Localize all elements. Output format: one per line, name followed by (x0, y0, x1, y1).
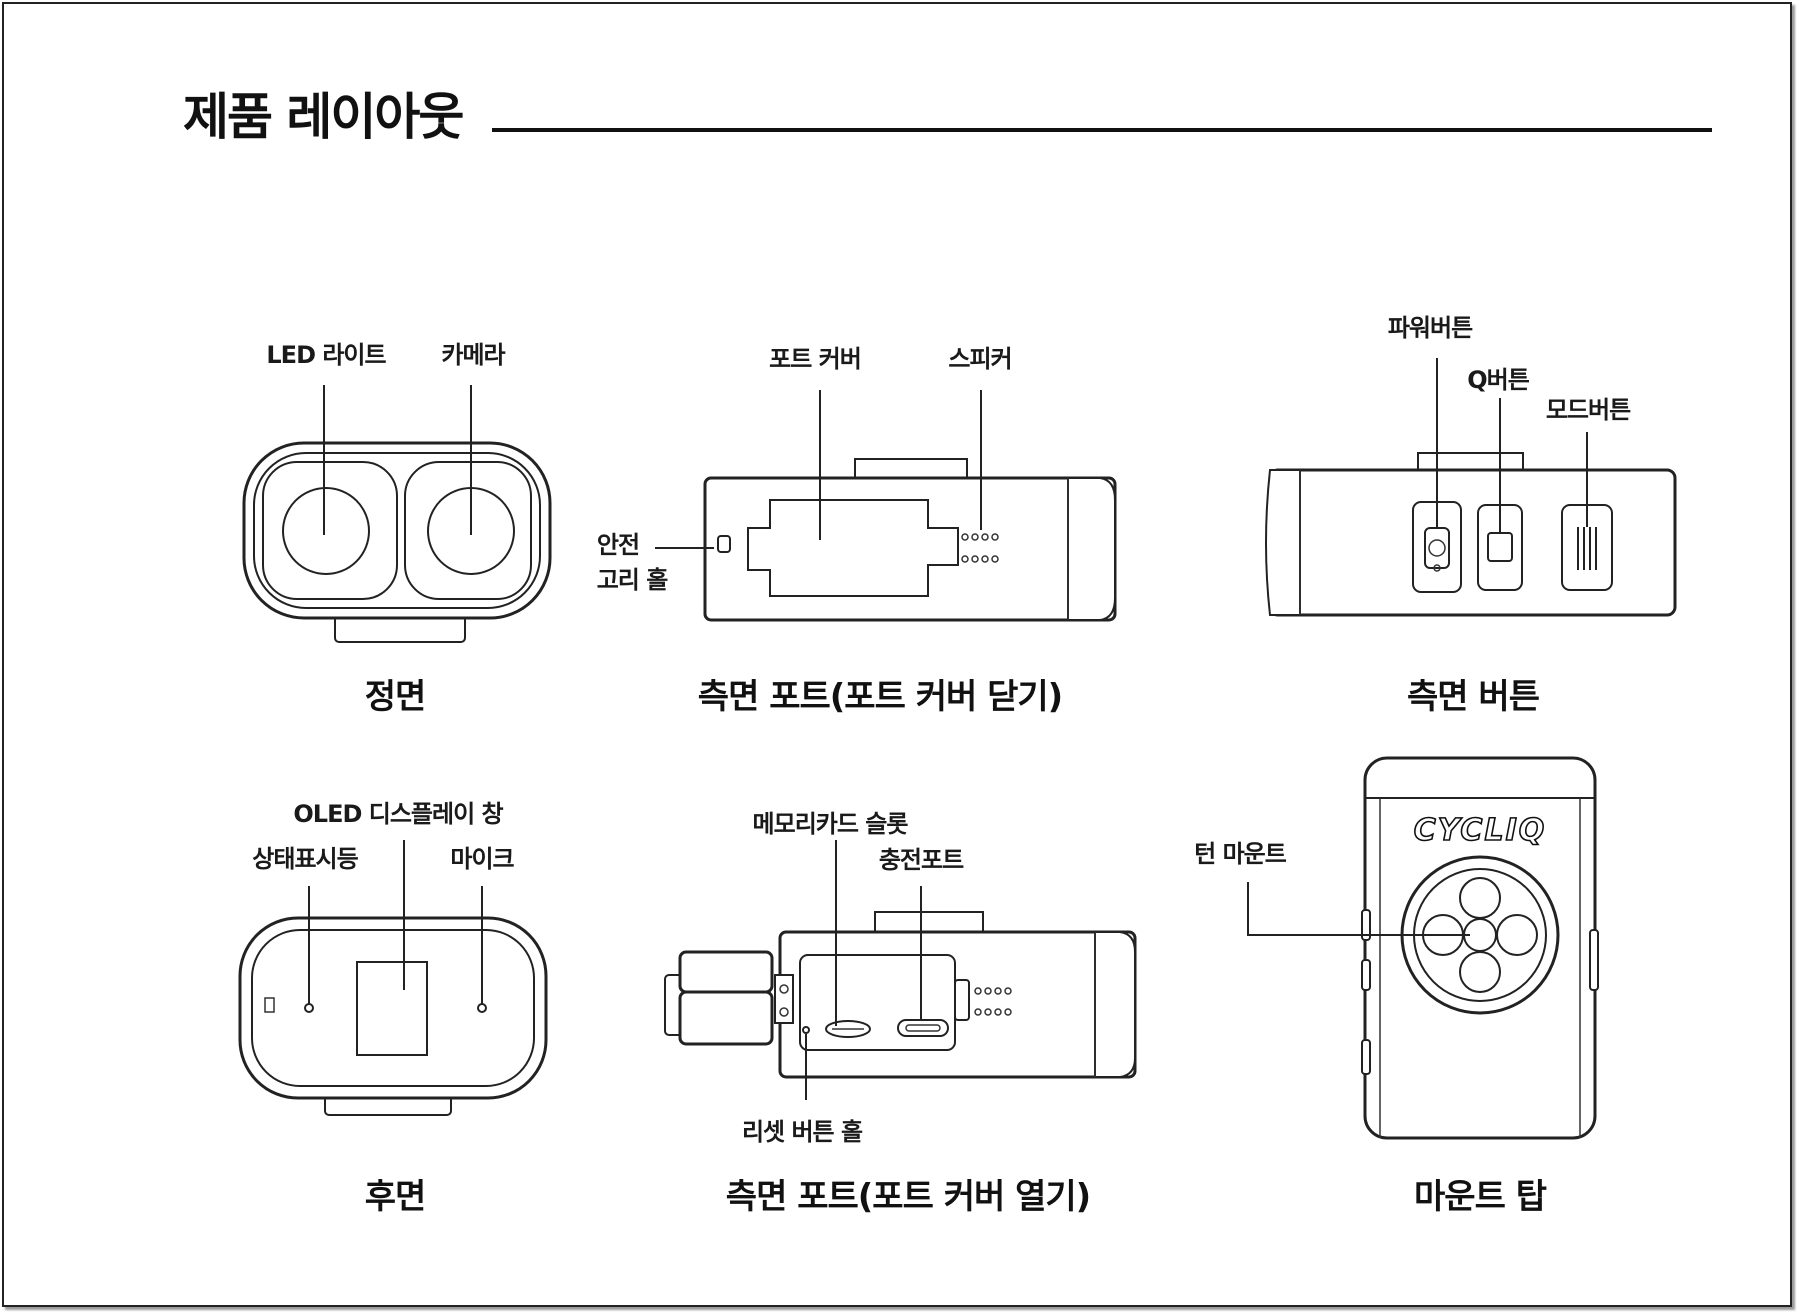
speaker-grille (961, 533, 999, 563)
turn-mount-lobes (1422, 877, 1538, 993)
q-button-label: Q버튼 (1467, 366, 1529, 394)
mount-top-view: CYCLIQ 턴 마운트 마운트 탑 (1194, 756, 1599, 1217)
port-cover (747, 499, 959, 597)
buttons-top-mount (1417, 452, 1524, 471)
rear-side-notch (264, 997, 275, 1013)
microphone (477, 1003, 487, 1013)
led-light-lens (282, 487, 370, 575)
safety-hole-label-2: 고리 홀 (597, 566, 669, 594)
safety-strap-hole (717, 535, 731, 553)
port-cover-label: 포트 커버 (769, 345, 861, 373)
speaker-label: 스피커 (948, 345, 1011, 373)
charge-port (897, 1019, 949, 1037)
buttons-body-end (1265, 469, 1301, 616)
turn-mount-label: 턴 마운트 (1194, 840, 1287, 868)
brand-logo: CYCLIQ (1414, 813, 1546, 848)
side-buttons-view: 파워버튼 Q버튼 모드버튼 측면 버튼 (1265, 314, 1677, 717)
power-icon (1428, 539, 1446, 557)
side-port-open-caption: 측면 포트(포트 커버 열기) (726, 1177, 1090, 1217)
side-buttons-caption: 측면 버튼 (1407, 677, 1540, 717)
closed-top-mount (854, 458, 968, 480)
led-light-label: LED 라이트 (266, 341, 386, 369)
status-led (304, 1003, 314, 1013)
open-body-end (1094, 931, 1136, 1078)
charge-port-label: 충전포트 (879, 846, 964, 874)
mode-button-label: 모드버튼 (1546, 396, 1631, 424)
rear-caption: 후면 (365, 1177, 426, 1217)
oled-window-label: OLED 디스플레이 창 (293, 800, 503, 828)
open-speaker-grille (974, 987, 1012, 1016)
mount-top-caption: 마운트 탑 (1414, 1177, 1547, 1217)
buttons-body (1268, 468, 1677, 617)
power-led-dot (1433, 564, 1441, 572)
reset-button-hole (802, 1026, 810, 1034)
front-caption: 정면 (365, 677, 426, 717)
open-cover-flap-lower (678, 990, 774, 1046)
mic-label: 마이크 (450, 845, 514, 873)
port-bay-tab (954, 979, 970, 1021)
open-cover-flap-upper (678, 950, 774, 994)
side-port-closed-caption: 측면 포트(포트 커버 닫기) (698, 677, 1062, 717)
front-view: LED 라이트 카메라 정면 (242, 341, 552, 717)
oled-display-window (356, 961, 428, 1056)
turn-mount-leader (1247, 882, 1470, 936)
memory-slot-label: 메모리카드 슬롯 (753, 810, 909, 838)
rear-view: OLED 디스플레이 창 상태표시등 마이크 후면 (238, 800, 548, 1217)
title-rule (492, 128, 1712, 132)
q-icon (1487, 532, 1513, 562)
closed-body-end (1067, 477, 1116, 621)
camera-label: 카메라 (441, 341, 505, 369)
status-led-label: 상태표시등 (252, 845, 358, 873)
reset-hole-label: 리셋 버튼 홀 (742, 1118, 863, 1146)
safety-hole-label-1: 안전 (597, 531, 639, 559)
side-port-closed-view: 포트 커버 스피커 안전 고리 홀 측면 포트(포트 커버 닫기) (597, 345, 1117, 717)
mode-button-ridges (1577, 527, 1597, 570)
side-port-open-view: 메모리카드 슬롯 충전포트 리셋 버튼 홀 측면 포트(포트 커버 열기) (664, 810, 1137, 1217)
power-button-label: 파워버튼 (1388, 314, 1473, 342)
page-title: 제품 레이아웃 (183, 88, 464, 146)
